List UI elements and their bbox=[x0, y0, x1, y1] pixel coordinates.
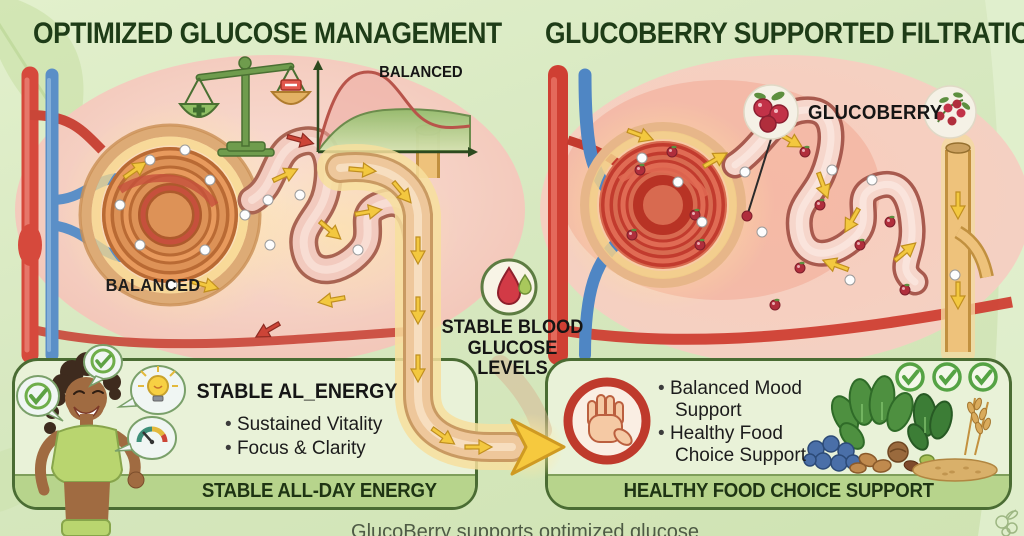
speech-bubbles bbox=[16, 344, 186, 460]
left-banner-label: STABLE ALL-DAY ENERGY bbox=[201, 480, 437, 502]
pointer-line bbox=[747, 138, 772, 214]
red-droplet-icon bbox=[496, 266, 522, 305]
stop-hand-icon bbox=[563, 377, 651, 465]
center-badge-line3: LEVELS bbox=[477, 357, 548, 379]
center-badge-text: STABLE BLOOD GLUCOSE LEVELS bbox=[425, 317, 600, 379]
checkmarks-right-card bbox=[895, 362, 998, 392]
left-card-heading: STABLE AL_ENERGY bbox=[196, 380, 398, 403]
blood-glucose-drops-badge bbox=[480, 258, 538, 316]
center-badge-line2: GLUCOSE bbox=[467, 336, 558, 359]
right-banner: HEALTHY FOOD CHOICE SUPPORT bbox=[548, 474, 1009, 507]
green-droplet-icon bbox=[518, 273, 532, 295]
right-bullet-1: Balanced Mood Support bbox=[658, 378, 818, 421]
left-card-bullets: Sustained Vitality Focus & Clarity bbox=[225, 413, 415, 462]
big-yellow-arrowhead bbox=[510, 418, 566, 476]
nephron-right bbox=[548, 65, 1014, 369]
glucoberry-badge-left bbox=[741, 84, 799, 222]
checkmark-bubble-1 bbox=[16, 375, 64, 422]
glucoberry-badge-right bbox=[923, 85, 977, 139]
bottom-caption: GlucoBerry supports optimized glucose ma… bbox=[351, 521, 699, 536]
center-flow-tube bbox=[317, 144, 566, 481]
healthy-food-illustration bbox=[803, 375, 998, 482]
right-card-bullets: Balanced Mood Support Healthy Food Choic… bbox=[658, 378, 818, 467]
lightbulb-icon bbox=[147, 375, 169, 397]
lightbulb-bubble bbox=[116, 365, 186, 415]
grain-pile bbox=[912, 458, 998, 482]
wheat bbox=[964, 397, 991, 456]
mini-balance-chart bbox=[313, 60, 478, 157]
title-left: OPTIMIZED GLUCOSE MANAGEMENT bbox=[33, 17, 502, 50]
tubule-right bbox=[721, 96, 929, 296]
left-bullet-2: Focus & Clarity bbox=[225, 437, 415, 461]
corner-berry-sketch-icon bbox=[995, 509, 1019, 536]
collecting-duct-right bbox=[941, 133, 994, 369]
right-bullet-2: Healthy Food Choice Support bbox=[658, 423, 818, 466]
left-bullet-1: Sustained Vitality bbox=[225, 413, 415, 437]
glucoberry-label: GLUCOBERRY bbox=[808, 102, 943, 124]
title-right: GLUCOBERRY SUPPORTED FILTRATION bbox=[545, 17, 1024, 50]
glomerulus-left bbox=[78, 123, 262, 307]
checkmark-bubble-2 bbox=[83, 344, 123, 388]
right-banner-label: HEALTHY FOOD CHOICE SUPPORT bbox=[623, 480, 934, 502]
balanced-tissue-label: BALANCED bbox=[105, 275, 201, 295]
gauge-bubble bbox=[114, 416, 177, 460]
nuts bbox=[849, 452, 892, 474]
center-badge-line1: STABLE BLOOD bbox=[441, 316, 584, 338]
balance-scale-icon bbox=[178, 56, 313, 157]
mini-chart-label: BALANCED bbox=[379, 64, 463, 81]
artery-left bbox=[18, 66, 106, 364]
